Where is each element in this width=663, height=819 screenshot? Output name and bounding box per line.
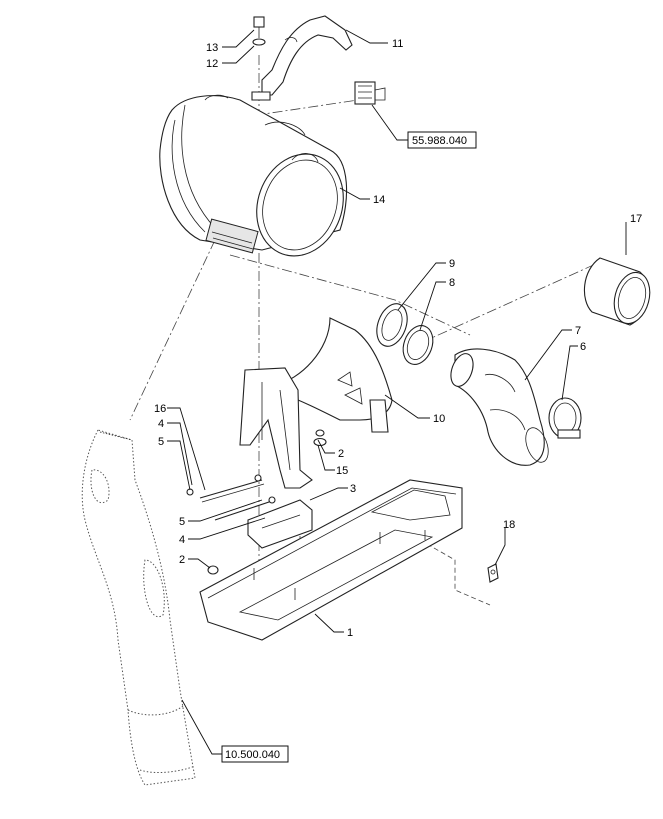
reference-box-55-988-040[interactable]: 55.988.040 xyxy=(407,131,477,149)
support-bracket xyxy=(239,367,313,489)
pre-cleaner-cap xyxy=(583,257,651,326)
callout-labels: 13 12 11 14 17 9 8 7 6 10 16 4 5 2 15 3 … xyxy=(154,38,642,639)
callout-2: 2 xyxy=(338,448,344,460)
callout-5: 5 xyxy=(158,436,164,448)
intake-duct xyxy=(273,317,393,433)
callout-4: 4 xyxy=(179,534,185,546)
bolt-and-washer xyxy=(252,16,266,46)
callout-8: 8 xyxy=(449,277,455,289)
intake-elbow xyxy=(450,348,549,466)
callout-18: 18 xyxy=(503,519,515,531)
callout-10: 10 xyxy=(433,413,445,425)
pressure-sensor xyxy=(354,81,386,105)
air-filter-housing xyxy=(159,94,348,257)
callout-13: 13 xyxy=(206,42,218,54)
top-bracket xyxy=(251,15,353,101)
callout-17: 17 xyxy=(630,213,642,225)
callout-6: 6 xyxy=(580,341,586,353)
small-bracket xyxy=(247,499,313,549)
intake-pipe xyxy=(81,429,196,786)
callout-5: 5 xyxy=(179,516,185,528)
hose-clamp-and-seal xyxy=(376,303,434,365)
hose-clamp xyxy=(548,397,582,439)
callout-2: 2 xyxy=(179,554,185,566)
callout-16: 16 xyxy=(154,403,166,415)
callout-3: 3 xyxy=(350,483,356,495)
callout-4: 4 xyxy=(158,418,164,430)
link-rod xyxy=(186,474,276,524)
retaining-clip xyxy=(487,563,499,583)
callout-1: 1 xyxy=(347,627,353,639)
reference-label: 55.988.040 xyxy=(412,135,467,147)
callout-11: 11 xyxy=(392,38,403,50)
callout-7: 7 xyxy=(575,325,581,337)
callout-9: 9 xyxy=(449,258,455,270)
reference-box-10-500-040[interactable]: 10.500.040 xyxy=(221,745,289,763)
callout-15: 15 xyxy=(336,465,348,477)
base-tray xyxy=(199,479,463,641)
washer-nut xyxy=(207,429,327,575)
leader-lines xyxy=(167,29,627,755)
callout-12: 12 xyxy=(206,58,218,70)
callout-14: 14 xyxy=(373,194,385,206)
reference-label: 10.500.040 xyxy=(225,749,280,761)
